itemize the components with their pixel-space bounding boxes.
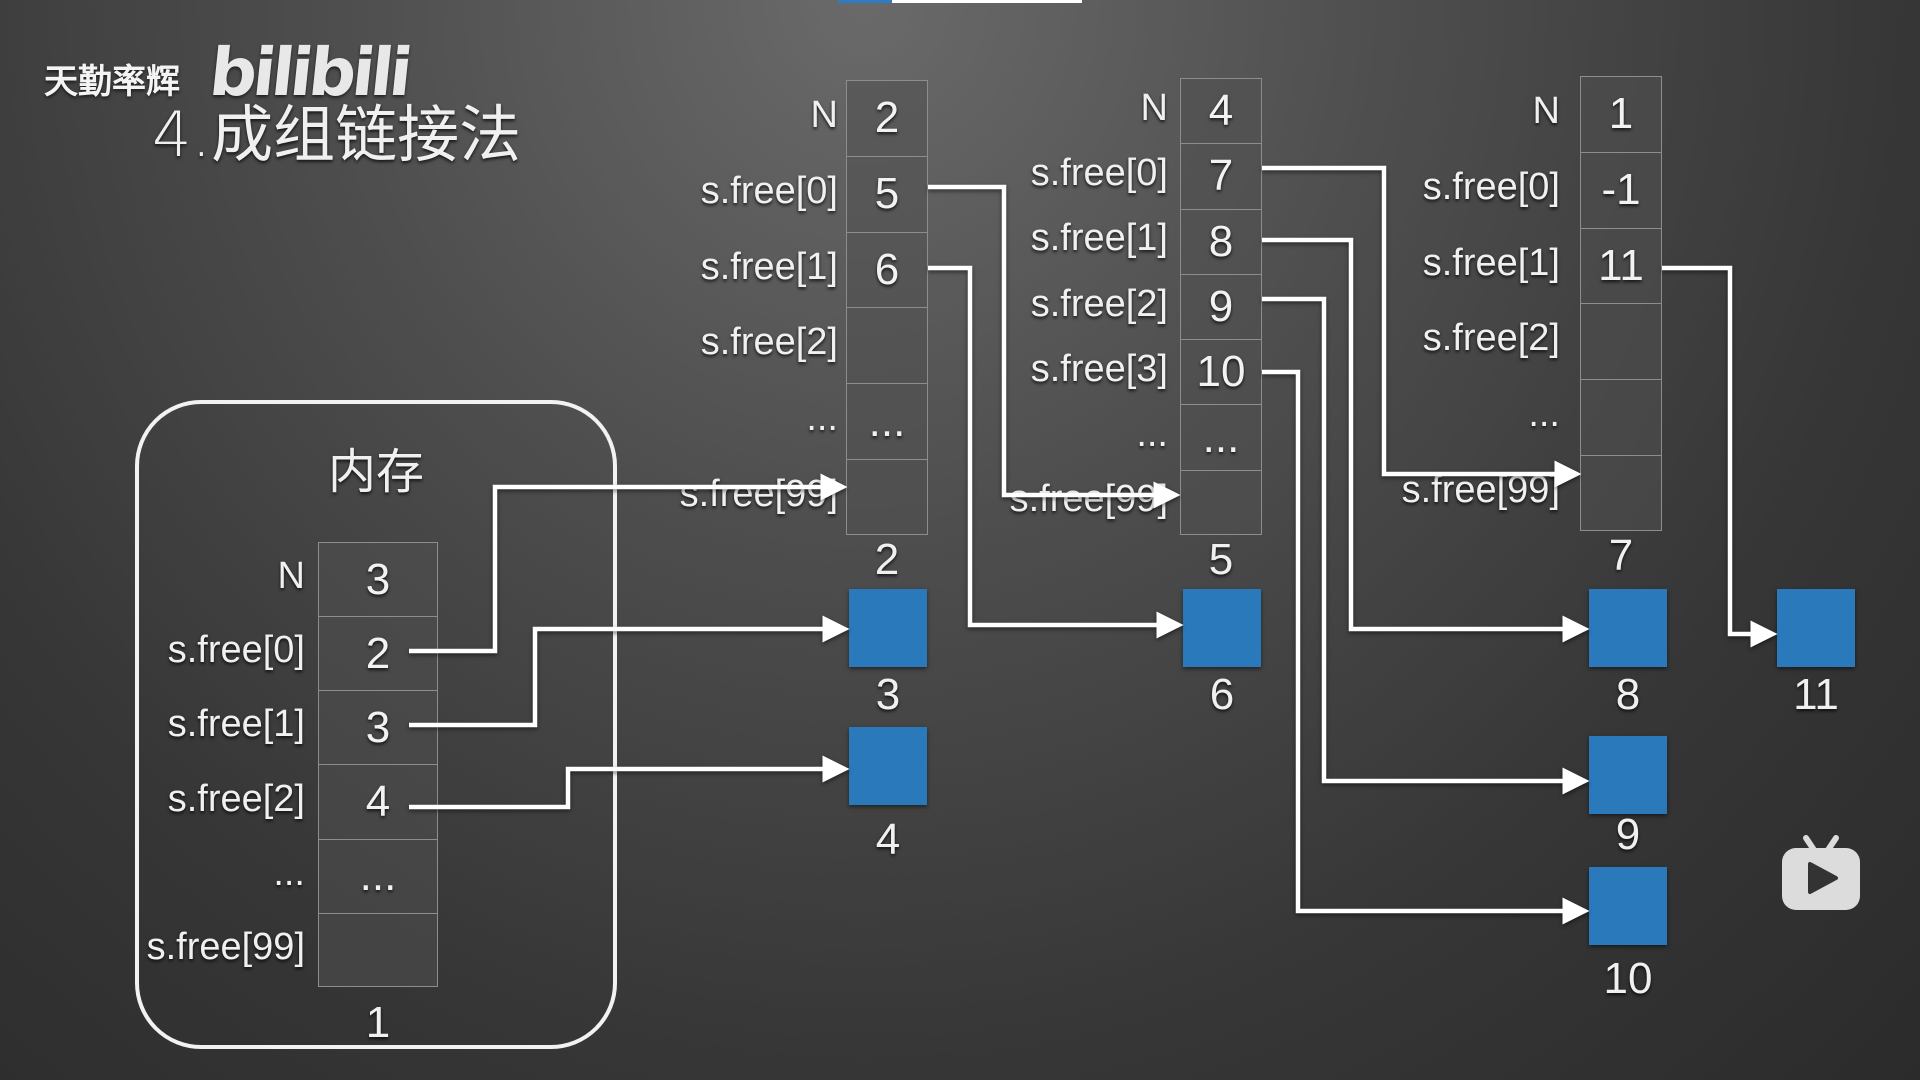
arrow-b5-free3-to-block10 bbox=[1262, 369, 1590, 925]
free-block-9 bbox=[1589, 736, 1667, 814]
block-number-10: 10 bbox=[1603, 954, 1653, 1003]
table-cell: 8 bbox=[1181, 210, 1261, 275]
free-block-8 bbox=[1589, 589, 1667, 667]
block-number-11: 11 bbox=[1793, 670, 1839, 719]
table-cell bbox=[1581, 456, 1661, 532]
block-number-4: 4 bbox=[875, 815, 901, 864]
block-number-1: 1 bbox=[365, 998, 391, 1047]
table-cell bbox=[847, 460, 927, 536]
table-cell: 7 bbox=[1181, 144, 1261, 210]
table-cell: 4 bbox=[319, 765, 437, 840]
table-cell: 2 bbox=[847, 81, 927, 157]
channel-watermark: 天勤率辉 bbox=[44, 62, 180, 102]
bilibili-tv-icon[interactable] bbox=[1780, 832, 1862, 914]
video-progress-bar[interactable] bbox=[838, 0, 1082, 3]
table-cell: 10 bbox=[1181, 340, 1261, 406]
row-label: s.free[99] bbox=[146, 925, 305, 968]
free-block-3 bbox=[849, 589, 927, 667]
row-label: N bbox=[1532, 89, 1560, 132]
row-label: s.free[3] bbox=[1030, 347, 1168, 390]
row-label: s.free[99] bbox=[1009, 478, 1168, 521]
table-cell: 1 bbox=[1581, 77, 1661, 153]
block-number-8: 8 bbox=[1615, 670, 1641, 719]
row-label: s.free[99] bbox=[679, 473, 838, 516]
table-cell: 9 bbox=[1181, 275, 1261, 341]
row-label: N bbox=[277, 555, 305, 598]
table-cell: 3 bbox=[319, 543, 437, 618]
row-label: s.free[1] bbox=[1030, 217, 1168, 260]
table-cell: 5 bbox=[847, 157, 927, 233]
block-number-6: 6 bbox=[1209, 670, 1235, 719]
row-label: s.free[0] bbox=[700, 169, 838, 212]
free-block-10 bbox=[1589, 867, 1667, 945]
arrow-b7-free1-to-block11 bbox=[1662, 265, 1778, 648]
table-cell: 4 bbox=[1181, 79, 1261, 145]
table-cell: 6 bbox=[847, 233, 927, 309]
row-label: s.free[0] bbox=[1030, 151, 1168, 194]
row-label: s.free[1] bbox=[167, 703, 305, 746]
block-number-7: 7 bbox=[1608, 531, 1634, 580]
row-label: N bbox=[810, 93, 838, 136]
table-cell: 3 bbox=[319, 691, 437, 766]
table-cell bbox=[1581, 380, 1661, 457]
table-cell bbox=[1181, 471, 1261, 536]
arrow-b5-free2-to-block9 bbox=[1262, 296, 1590, 795]
block-number-9: 9 bbox=[1615, 810, 1641, 859]
table-cell: -1 bbox=[1581, 153, 1661, 229]
table-cell bbox=[847, 308, 927, 385]
free-block-11 bbox=[1777, 589, 1855, 667]
table-cell: ... bbox=[1181, 405, 1261, 471]
free-block-4 bbox=[849, 727, 927, 805]
row-label: s.free[1] bbox=[1422, 241, 1560, 284]
table-cell: ... bbox=[847, 384, 927, 461]
table-cell bbox=[319, 914, 437, 988]
row-label: ... bbox=[273, 851, 305, 894]
row-label: N bbox=[1140, 86, 1168, 129]
table-cell: 11 bbox=[1581, 229, 1661, 305]
block-number-2: 2 bbox=[874, 535, 900, 584]
row-label: ... bbox=[806, 397, 838, 440]
memory-label: 内存 bbox=[327, 444, 424, 500]
row-label: s.free[2] bbox=[167, 777, 305, 820]
row-label: s.free[1] bbox=[700, 245, 838, 288]
table-cell: ... bbox=[319, 840, 437, 914]
block-number-3: 3 bbox=[875, 670, 901, 719]
row-label: s.free[2] bbox=[700, 321, 838, 364]
row-label: ... bbox=[1528, 393, 1560, 436]
progress-fill bbox=[838, 0, 892, 3]
row-label: s.free[2] bbox=[1422, 317, 1560, 360]
table-cell bbox=[1581, 304, 1661, 381]
row-label: s.free[0] bbox=[167, 629, 305, 672]
row-label: s.free[0] bbox=[1422, 165, 1560, 208]
row-label: s.free[2] bbox=[1030, 282, 1168, 325]
free-block-6 bbox=[1183, 589, 1261, 667]
table-cell: 2 bbox=[319, 617, 437, 692]
block-number-5: 5 bbox=[1208, 535, 1234, 584]
slide-title: 4.成组链接法 bbox=[152, 98, 522, 171]
row-label: ... bbox=[1136, 413, 1168, 456]
row-label: s.free[99] bbox=[1401, 469, 1560, 512]
